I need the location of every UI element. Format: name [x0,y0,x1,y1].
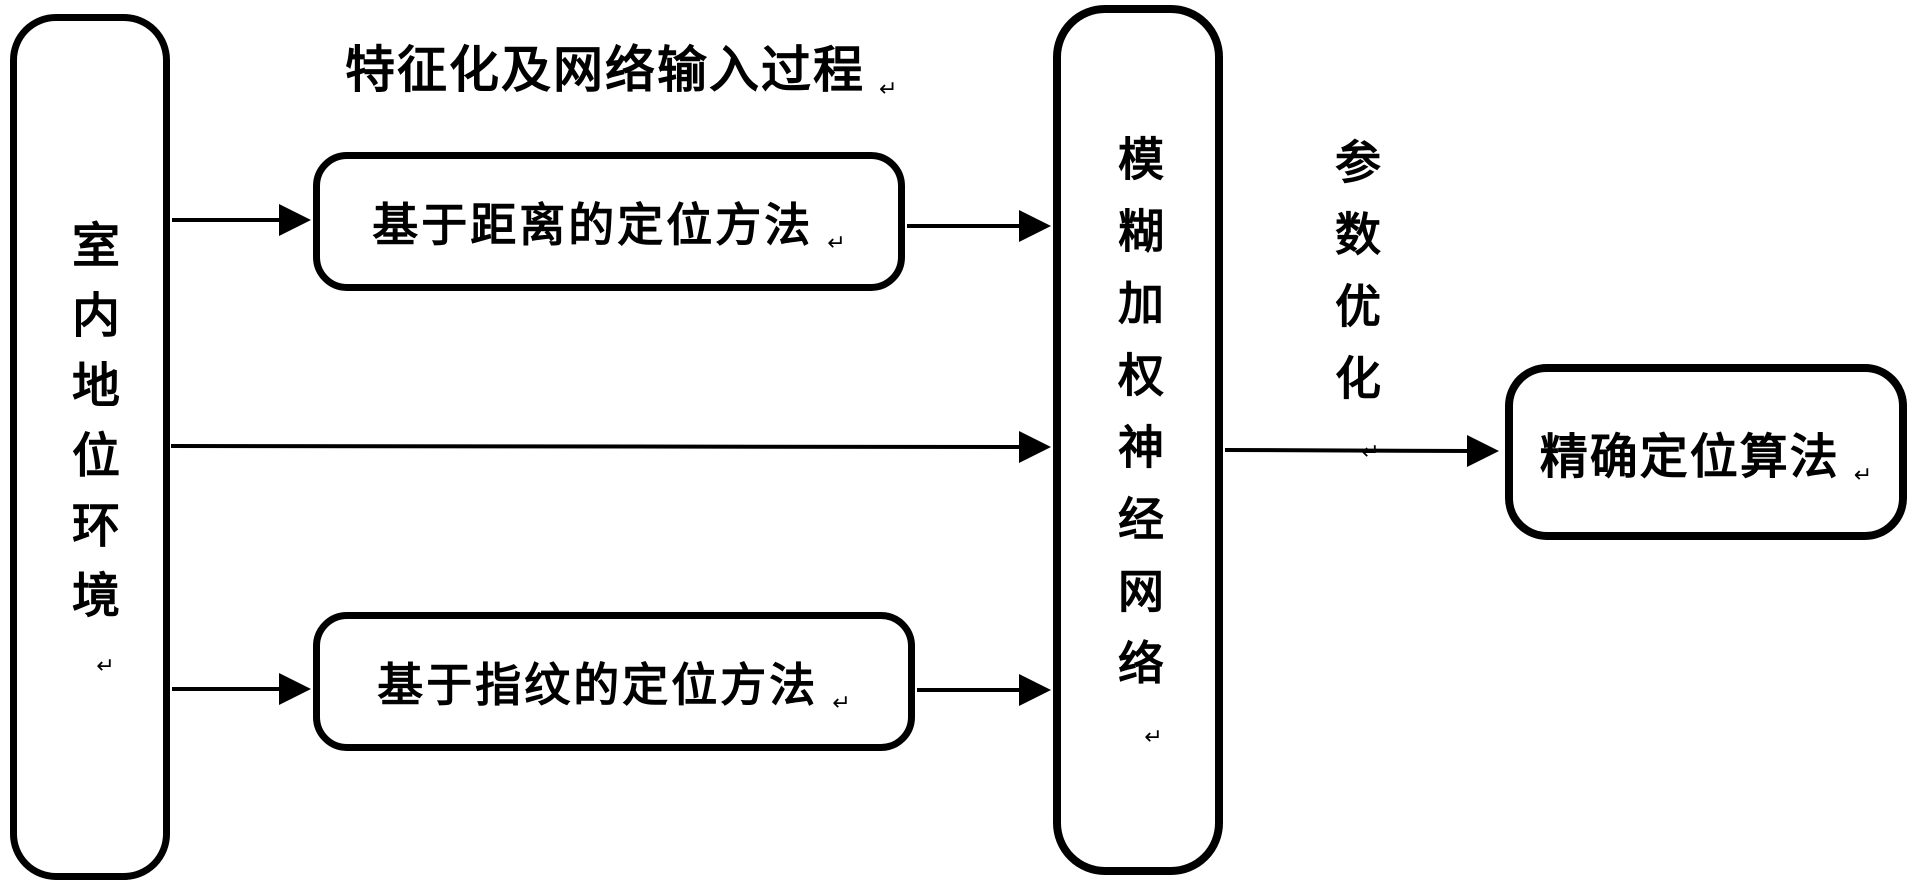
node-label-fingerprint-based-method: 基于指纹的定位方法 ↵ [377,649,850,715]
node-label-text: 基于距离的定位方法 [372,198,814,251]
node-label-distance-based-method: 基于距离的定位方法 ↵ [372,189,845,255]
edge-label-parameter-optimization: 参数优化 ↵ [1322,138,1388,465]
edge-label-text: 参数优化 [1329,138,1381,426]
paragraph-mark-icon: ↵ [1359,440,1384,465]
node-label-indoor-positioning-environment: 室内地位环境 [64,219,117,640]
node-fingerprint-based-method: 基于指纹的定位方法 ↵ [313,612,915,751]
caption-text: 特征化及网络输入过程 [345,42,865,98]
arrow-environment-to-distance-method [172,204,311,236]
arrow-environment-to-fingerprint-method [172,673,311,705]
vertical-text-column: 室内地位环境 ↵ [55,219,125,679]
node-label-precise-positioning-algorithm: 精确定位算法 ↵ [1540,417,1872,487]
paragraph-mark-icon: ↵ [879,76,898,101]
node-fuzzy-weighted-neural-network: 模糊加权神经网络 ↵ [1053,5,1223,875]
node-indoor-positioning-environment: 室内地位环境 ↵ [10,14,170,880]
paragraph-mark-icon: ↵ [827,229,846,255]
node-distance-based-method: 基于距离的定位方法 ↵ [313,152,905,291]
arrow-environment-to-fuzzy-network [170,431,1051,463]
caption-feature-network-input-process: 特征化及网络输入过程 ↵ [345,30,897,102]
paragraph-mark-icon: ↵ [1142,724,1167,750]
node-label-text: 精确定位算法 [1539,431,1840,484]
arrow-fingerprint-method-to-fuzzy-network [917,674,1051,706]
node-label-fuzzy-weighted-neural-network: 模糊加权神经网络 [1112,134,1164,711]
arrow-distance-method-to-fuzzy-network [907,210,1051,242]
paragraph-mark-icon: ↵ [94,653,119,679]
paragraph-mark-icon: ↵ [832,689,851,715]
node-label-text: 基于指纹的定位方法 [377,658,819,711]
node-precise-positioning-algorithm: 精确定位算法 ↵ [1505,364,1907,540]
vertical-text-column: 模糊加权神经网络 ↵ [1105,134,1171,750]
paragraph-mark-icon: ↵ [1853,462,1873,487]
